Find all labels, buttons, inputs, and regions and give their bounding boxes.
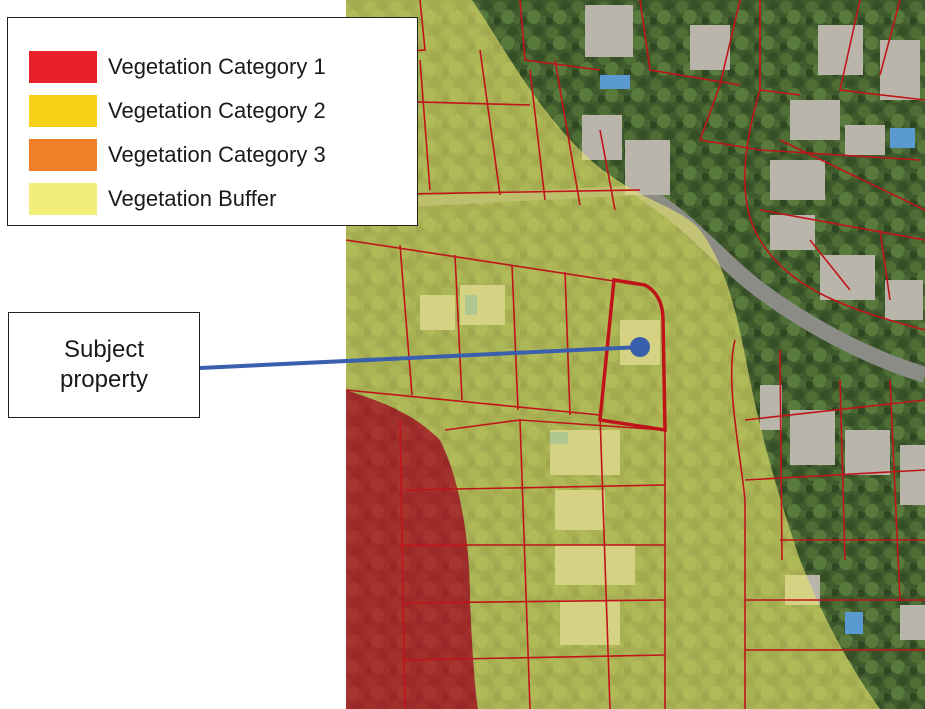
subject-property-boundary[interactable] xyxy=(598,277,667,433)
category-1-swatch xyxy=(29,51,97,83)
legend-label: Vegetation Category 3 xyxy=(108,142,326,167)
legend-item-category-3: Vegetation Category 3 xyxy=(29,138,326,172)
legend-label: Vegetation Buffer xyxy=(108,186,277,211)
callout-leader-line xyxy=(199,345,641,370)
category-2-swatch xyxy=(29,95,97,127)
legend-item-category-2: Vegetation Category 2 xyxy=(29,94,326,128)
legend-item-category-1: Vegetation Category 1 xyxy=(29,50,326,84)
callout-label: Subject property xyxy=(59,336,149,393)
buffer-swatch xyxy=(29,183,97,215)
map-legend: Vegetation Category 1 Vegetation Categor… xyxy=(7,17,418,226)
subject-property-callout: Subject property xyxy=(8,312,200,418)
subject-property-marker[interactable] xyxy=(630,337,650,357)
legend-item-buffer: Vegetation Buffer xyxy=(29,182,276,216)
vegetation-buffer-zone xyxy=(346,0,880,709)
vegetation-category-1-zone xyxy=(346,390,478,709)
legend-label: Vegetation Category 1 xyxy=(108,54,326,79)
category-3-swatch xyxy=(29,139,97,171)
cadastral-boundaries xyxy=(345,0,925,709)
legend-label: Vegetation Category 2 xyxy=(108,98,326,123)
